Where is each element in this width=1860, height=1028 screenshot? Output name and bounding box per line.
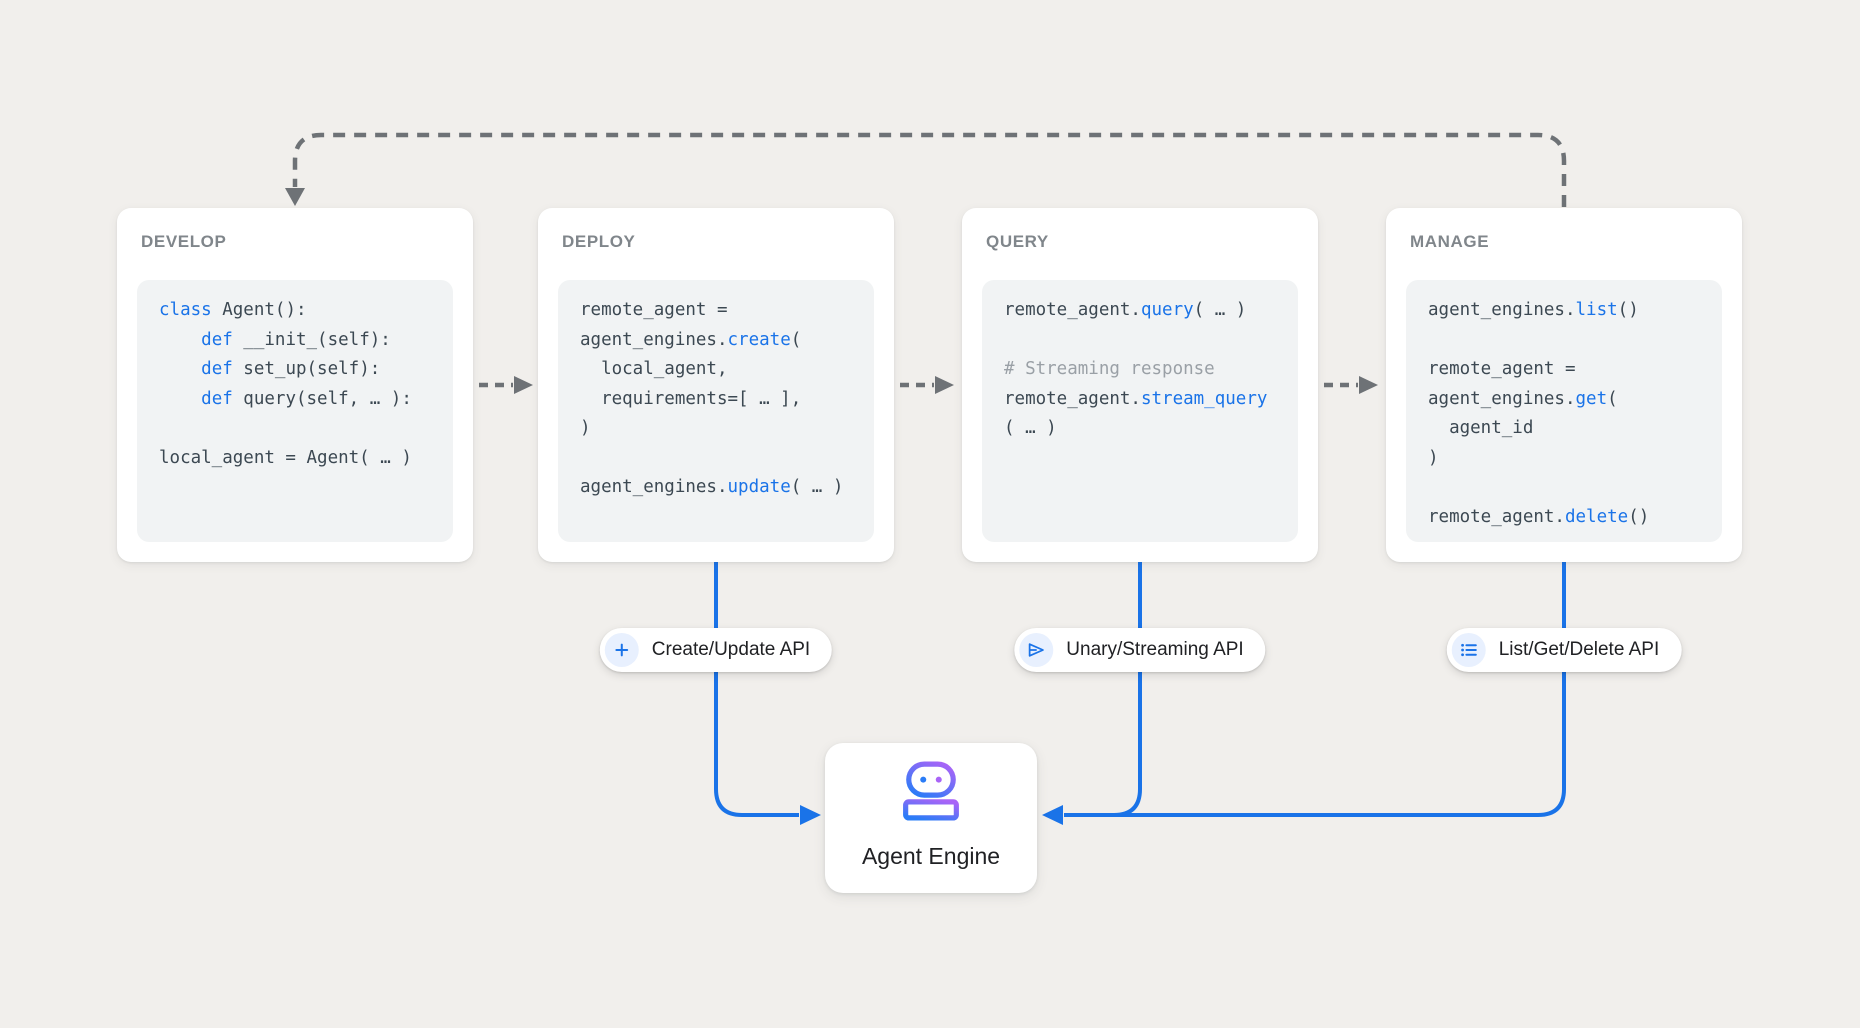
stage-title: DEVELOP bbox=[141, 232, 227, 251]
robot-icon bbox=[902, 761, 960, 826]
pill-label: Create/Update API bbox=[651, 639, 811, 660]
pill-label: List/Get/Delete API bbox=[1498, 639, 1660, 660]
code-block-develop: class Agent(): def __init_(self): def se… bbox=[137, 280, 453, 542]
code-block-query: remote_agent.query( … ) # Streaming resp… bbox=[982, 280, 1298, 542]
code-block-deploy: remote_agent =agent_engines.create( loca… bbox=[558, 280, 874, 542]
stage-card-manage: MANAGE agent_engines.list() remote_agent… bbox=[1386, 208, 1742, 562]
api-pill-unary-streaming: Unary/Streaming API bbox=[1014, 628, 1266, 672]
deploy-to-engine-arrow bbox=[714, 562, 821, 825]
plus-icon bbox=[604, 633, 639, 667]
agent-engine-label: Agent Engine bbox=[861, 843, 1001, 869]
stage-card-query: QUERY remote_agent.query( … ) # Streamin… bbox=[962, 208, 1318, 562]
manage-to-engine-arrow bbox=[1080, 562, 1566, 817]
stage-card-deploy: DEPLOY remote_agent =agent_engines.creat… bbox=[538, 208, 894, 562]
agent-engine-card: Agent Engine bbox=[825, 743, 1037, 893]
stage-title: QUERY bbox=[986, 232, 1049, 251]
pill-label: Unary/Streaming API bbox=[1066, 639, 1244, 660]
stage-card-develop: DEVELOP class Agent(): def __init_(self)… bbox=[117, 208, 473, 562]
flow-arrow-develop-deploy bbox=[479, 376, 533, 394]
api-pill-list-get-delete: List/Get/Delete API bbox=[1446, 628, 1682, 672]
send-icon bbox=[1019, 633, 1054, 667]
flow-arrow-deploy-query bbox=[900, 376, 954, 394]
stage-title: MANAGE bbox=[1410, 232, 1490, 251]
code-block-manage: agent_engines.list() remote_agent =agent… bbox=[1406, 280, 1722, 542]
feedback-loop-arrow bbox=[285, 132, 1567, 207]
api-pill-create-update: Create/Update API bbox=[599, 628, 833, 672]
flow-arrow-query-manage bbox=[1324, 376, 1378, 394]
list-icon bbox=[1451, 633, 1486, 667]
query-to-engine-arrow bbox=[1042, 562, 1142, 825]
stage-title: DEPLOY bbox=[562, 232, 636, 251]
